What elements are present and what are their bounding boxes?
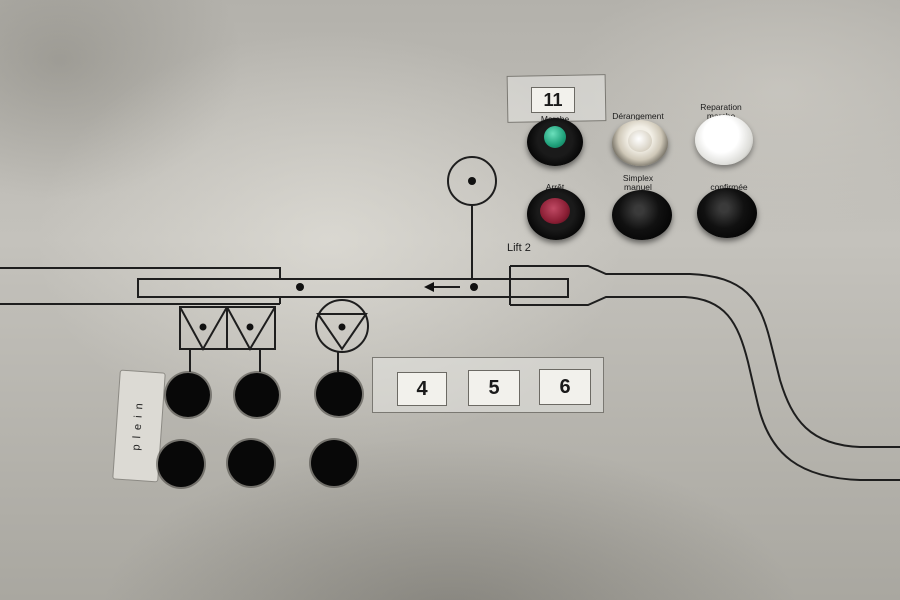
confirmee-button[interactable] bbox=[697, 188, 757, 238]
triangle-valve-icon bbox=[315, 299, 369, 353]
vertical-label-text: plein bbox=[130, 396, 146, 451]
label-confirmee: confirmée bbox=[710, 182, 748, 192]
simplex-button[interactable] bbox=[612, 190, 672, 240]
label-arret: Arrêt bbox=[545, 182, 565, 192]
label-derangement: Dérangement bbox=[612, 111, 664, 121]
green-lamp-icon bbox=[544, 126, 566, 148]
indicator-hole bbox=[311, 440, 357, 486]
label-simplex: Simplex manuel bbox=[622, 173, 654, 192]
derangement-button[interactable] bbox=[612, 120, 668, 166]
panel-number: 11 bbox=[531, 87, 575, 113]
indicator-hole bbox=[235, 373, 279, 417]
clear-lamp-icon bbox=[628, 130, 652, 152]
red-lamp-icon bbox=[540, 198, 570, 224]
lift-label: Lift 2 bbox=[507, 242, 531, 254]
selector-label-6: 6 bbox=[539, 369, 591, 405]
indicator-hole bbox=[166, 373, 210, 417]
conveyor-line-lower bbox=[0, 297, 281, 305]
outlet-pipe bbox=[510, 265, 900, 448]
selector-label-4: 4 bbox=[397, 372, 447, 406]
reparation-button[interactable] bbox=[695, 115, 753, 165]
outlet-pipe-lower bbox=[510, 296, 900, 481]
conveyor-line-top bbox=[0, 267, 281, 305]
marche-button[interactable] bbox=[527, 118, 583, 166]
indicator-hole bbox=[228, 440, 274, 486]
indicator-hole bbox=[158, 441, 204, 487]
selector-label-5: 5 bbox=[468, 370, 520, 406]
arret-button[interactable] bbox=[527, 188, 585, 240]
indicator-hole bbox=[316, 372, 362, 416]
conveyor-pipe bbox=[137, 278, 569, 298]
